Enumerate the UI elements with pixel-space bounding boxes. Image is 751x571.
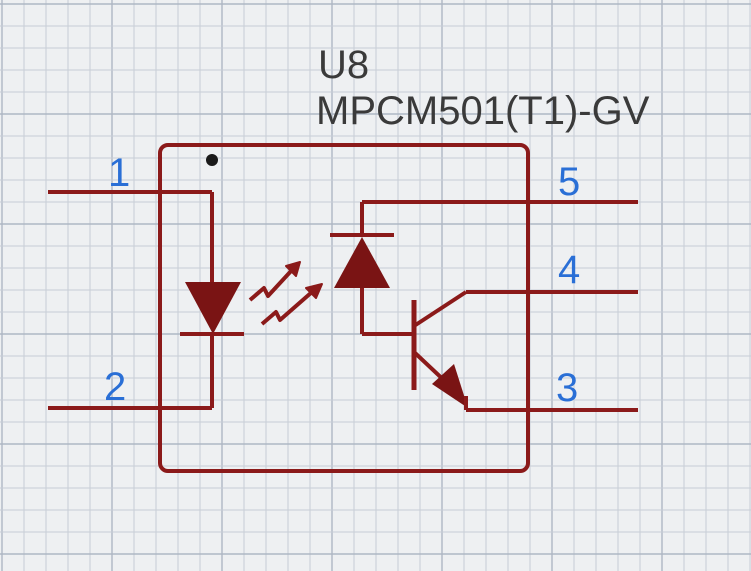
component-body[interactable] [158,143,530,473]
led-diode-symbol [180,192,244,408]
pin3-number: 3 [556,366,578,410]
pin1-number: 1 [108,151,130,195]
component-designator: U8 [318,43,369,87]
component-part-number: MPCM501(T1)-GV [316,89,650,133]
pin1-indicator-dot [206,154,218,166]
light-arrows-icon [248,261,323,326]
pin2-number: 2 [104,365,126,409]
pin5-number: 5 [558,160,580,204]
photodiode-symbol [330,202,414,336]
transistor-symbol [411,290,468,410]
pin4-number: 4 [558,248,580,292]
